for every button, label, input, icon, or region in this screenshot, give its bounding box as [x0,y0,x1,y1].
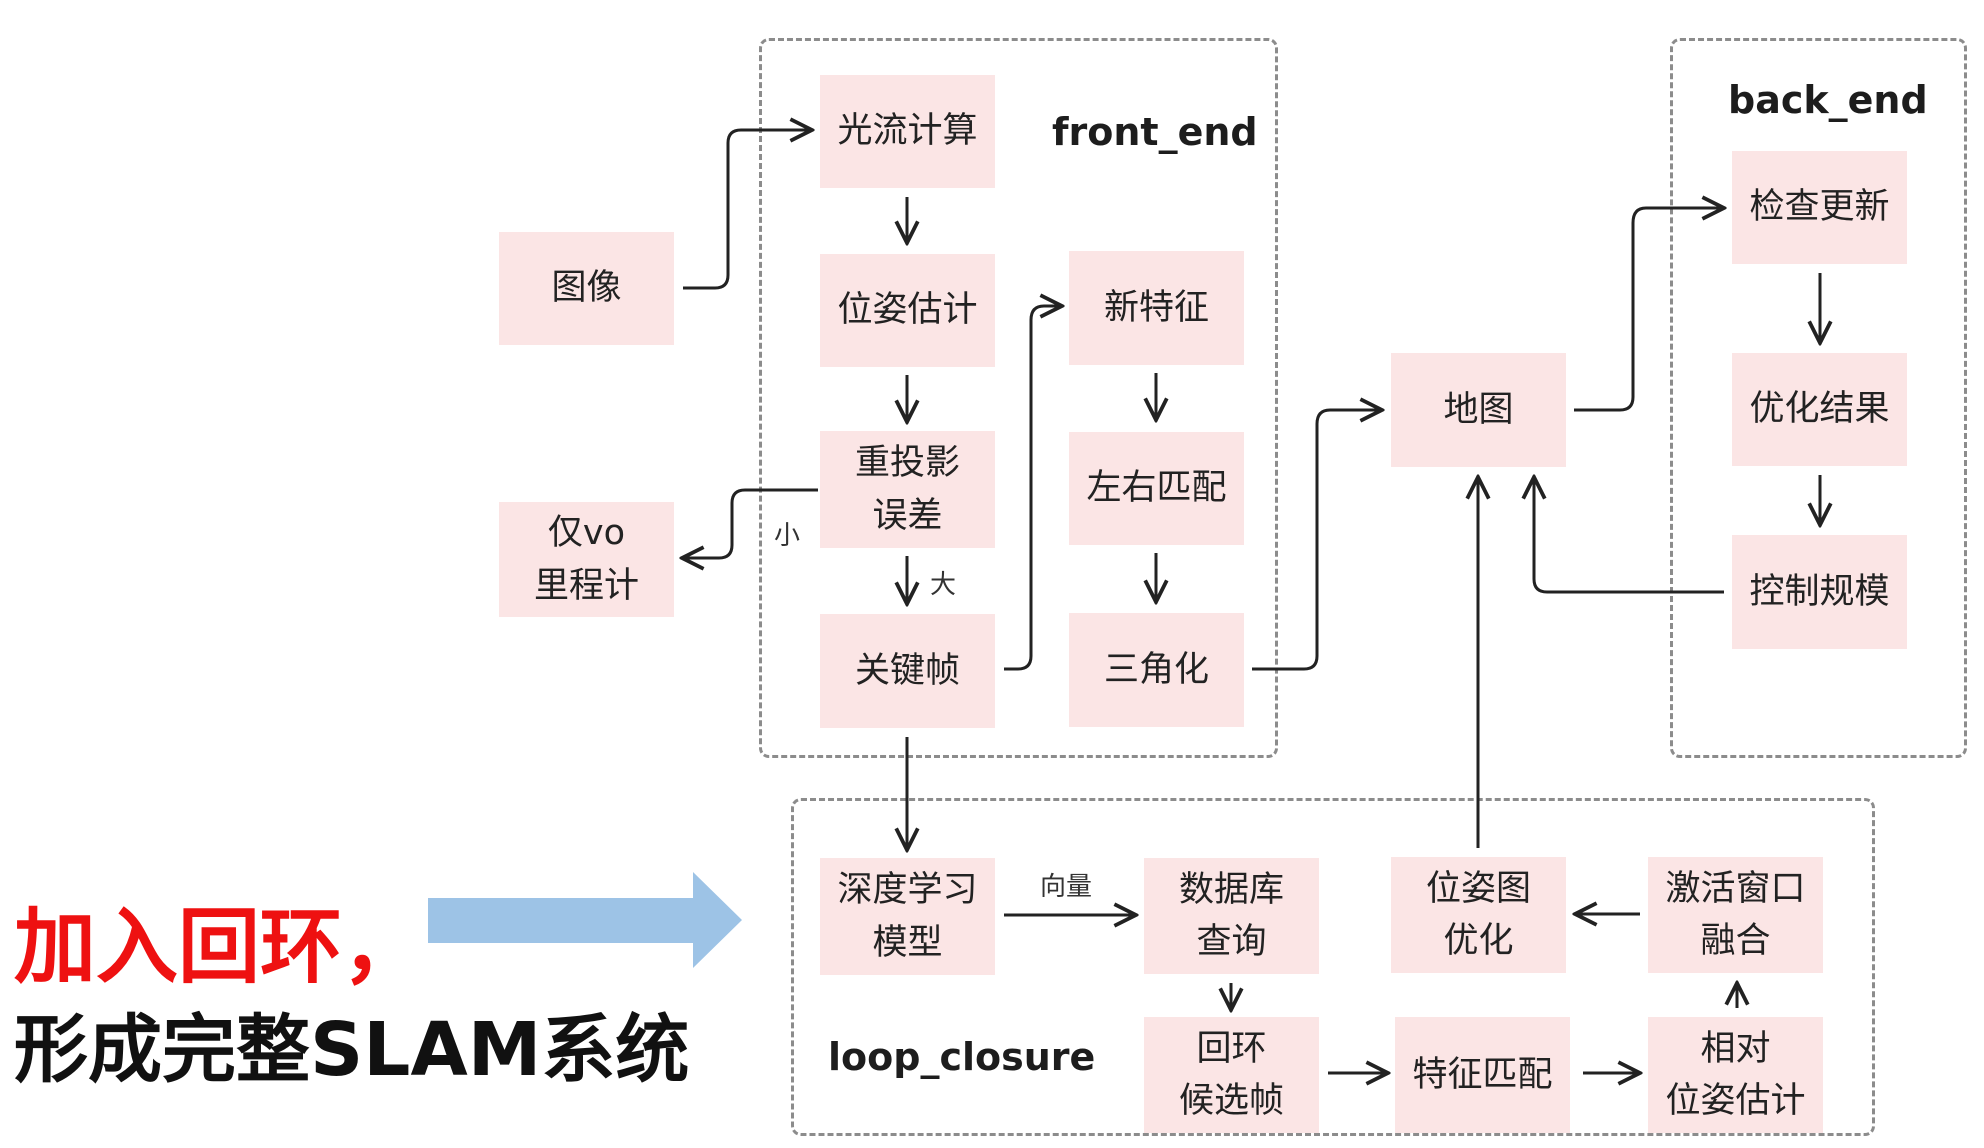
node-pose-estimation: 位姿估计 [820,254,995,367]
edge-keyframe-to-new-feature [1004,306,1062,671]
node-control-scale: 控制规模 [1732,535,1907,649]
edge-triangulation-to-map [1252,410,1382,671]
node-check-update: 检查更新 [1732,151,1907,264]
edge-map-to-check-update [1574,208,1724,412]
node-optical-flow: 光流计算 [820,75,995,188]
node-new-feature: 新特征 [1069,251,1244,365]
node-relative-pose: 相对 位姿估计 [1648,1017,1823,1133]
edge-label-small: 小 [774,521,801,551]
back-end-label: back_end [1728,78,1928,122]
loop-closure-label: loop_closure [828,1035,1096,1079]
node-pose-graph-opt: 位姿图 优化 [1391,857,1566,973]
node-keyframe: 关键帧 [820,614,995,728]
node-reprojection-error: 重投影 误差 [820,431,995,548]
node-active-window: 激活窗口 融合 [1648,857,1823,973]
node-loop-candidate: 回环 候选帧 [1144,1017,1319,1133]
node-deep-learning-model: 深度学习 模型 [820,858,995,975]
node-feature-match: 特征匹配 [1395,1017,1570,1133]
node-db-query: 数据库 查询 [1144,858,1319,974]
node-map: 地图 [1391,353,1566,467]
big-blue-arrow [428,872,742,968]
front-end-label: front_end [1052,110,1258,154]
caption: 加入回环， 形成完整SLAM系统 [14,895,689,1098]
edge-label-vector: 向量 [1040,872,1093,902]
node-stereo-match: 左右匹配 [1069,432,1244,545]
back-end-group [1670,38,1967,758]
node-image: 图像 [499,232,674,345]
front-end-group [759,38,1278,758]
loop-closure-group [791,798,1875,1136]
caption-line2: 形成完整SLAM系统 [14,1006,690,1093]
edge-label-large: 大 [930,570,957,600]
edge-reprojection-to-vo [682,488,818,558]
node-optimize-result: 优化结果 [1732,353,1907,466]
node-vo-only: 仅vo 里程计 [499,502,674,617]
caption-line1: 加入回环， [14,900,425,995]
node-triangulation: 三角化 [1069,613,1244,727]
edge-image-to-optical-flow [683,130,812,290]
edge-control-to-map [1534,477,1724,594]
